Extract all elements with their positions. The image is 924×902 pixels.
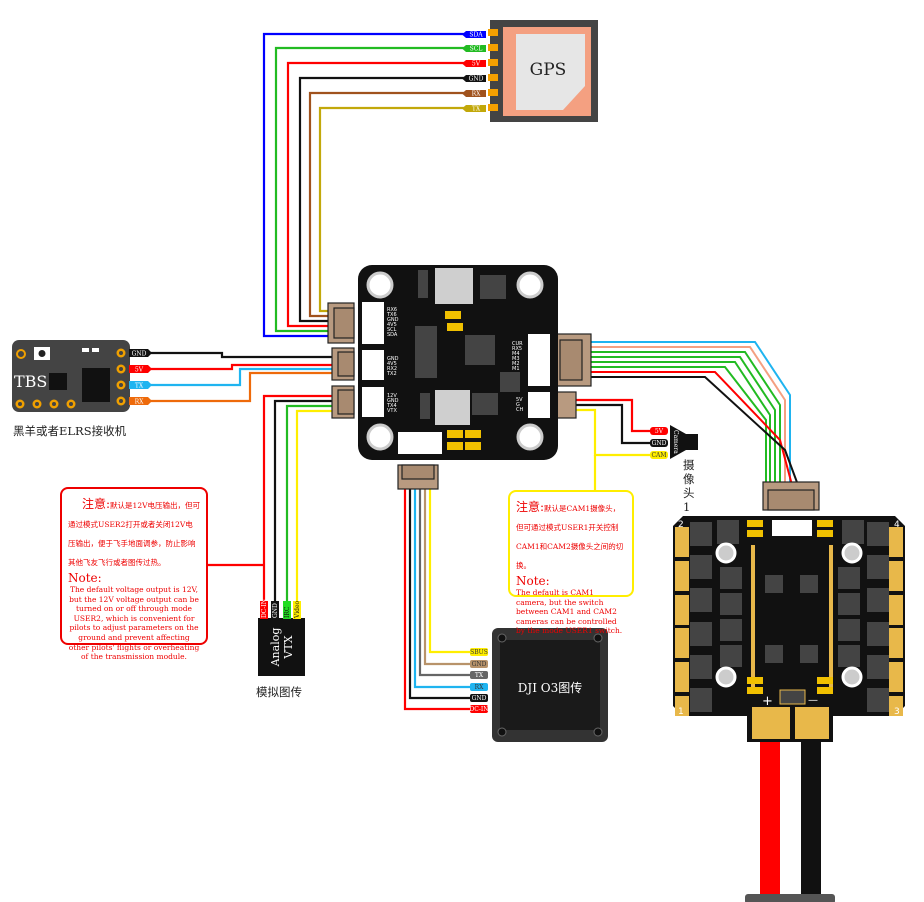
vtx-pin-dcin: DC-IN	[261, 599, 268, 618]
vtx-pin-video: Video	[294, 600, 301, 619]
fc-pad-tx6: TX6	[386, 312, 397, 318]
fc-pad-12v: 12V	[387, 393, 397, 399]
vtx-pin-gnd: GND	[272, 603, 279, 618]
vtx-wires	[207, 394, 334, 605]
camera-caption: 摄像头1	[683, 458, 695, 514]
analog-vtx: Analog VTX DC-IN GND IRC Video	[258, 599, 305, 676]
receiver-wires	[150, 351, 334, 403]
battery-connector	[745, 894, 835, 902]
dji-pin-dcin: DC-IN	[469, 706, 488, 713]
fc-pad-rx6: RX6	[387, 307, 397, 313]
dji-wires	[403, 488, 470, 711]
receiver-pin-labels: GND 5V TX RX	[129, 349, 152, 406]
fc-pad-cam-5v: 5V	[516, 397, 523, 403]
fc-pad-gnd4: GND	[387, 398, 399, 404]
receiver-pin-5v: 5V	[135, 367, 144, 374]
receiver-pin-rx: RX	[135, 399, 145, 406]
gps-pin-labels: SDA SCL 5V GND RX TX	[462, 31, 486, 113]
gps-title: GPS	[530, 60, 567, 80]
dji-pin-rx: RX	[475, 684, 485, 691]
dji-pin-gnd2: GND	[472, 695, 487, 702]
esc-minus-sign: —	[808, 695, 818, 706]
note-heading: 注意:	[516, 500, 545, 514]
fc-pad-m4: M4	[512, 351, 520, 357]
fc-pad-vtx: VTX	[387, 408, 397, 414]
fc-pad-gnd2: GND	[387, 356, 399, 362]
gps-pin-tx: TX	[472, 106, 481, 113]
gps-pin-scl: SCL	[470, 46, 483, 53]
gps-wires	[262, 32, 470, 338]
note-en-heading: Note:	[68, 571, 102, 585]
vtx-pin-irc: IRC	[284, 606, 291, 618]
receiver-pin-tx: TX	[135, 383, 144, 390]
dji-pin-sbus: SBUS	[470, 649, 488, 656]
vtx-caption: 模拟图传	[256, 685, 302, 699]
gps-pin-sda: SDA	[469, 32, 483, 39]
receiver-pin-gnd: GND	[132, 351, 147, 358]
esc-board: 2 4 1 3 + —	[673, 516, 905, 742]
note-cn-text: 默认是CAM1摄像头，但可通过模式USER1开关控制CAM1和CAM2摄像头之间…	[516, 504, 624, 570]
receiver-brand: TBS	[14, 372, 47, 391]
flight-controller: RX6 TX6 GND 4V5 SCL SDA GND 4V5 RX2 TX2 …	[358, 265, 558, 460]
camera-label: Camera	[672, 430, 679, 454]
camera: 5V GND CAM Camera	[650, 425, 698, 459]
dji-pin-gnd1: GND	[472, 661, 487, 668]
camera-wires	[574, 398, 652, 490]
fc-pad-4v5-6: 4V5	[387, 322, 397, 328]
fc-pad-tx4: TX4	[386, 403, 397, 409]
camera-pin-cam: CAM	[651, 452, 666, 459]
esc-wires	[588, 341, 799, 486]
dji-title: DJI O3图传	[518, 680, 582, 695]
battery-positive-wire	[760, 735, 780, 897]
fc-pad-cam-g: G	[516, 402, 520, 408]
esc-motor-1: 1	[678, 707, 684, 717]
fc-pad-gnd6: GND	[387, 317, 399, 323]
fc-pad-scl: SCL	[387, 327, 397, 333]
vtx-title-line2: VTX	[282, 635, 295, 659]
note-cn-text: 默认是12V电压输出，但可通过模式USER2打开或者关闭12V电压输出，便于飞手…	[68, 501, 201, 567]
esc-motor-3: 3	[894, 707, 900, 717]
gps-module: GPS	[488, 20, 598, 122]
note-en-text: The default voltage output is 12V, but t…	[68, 585, 200, 662]
fc-pad-rx5: RX5	[512, 346, 522, 352]
dji-pin-tx: TX	[475, 672, 484, 679]
camera-switch-note: 注意:默认是CAM1摄像头，但可通过模式USER1开关控制CAM1和CAM2摄像…	[508, 490, 634, 635]
vtx-title-line1: Analog	[269, 628, 282, 668]
receiver-caption: 黑羊或者ELRS接收机	[13, 424, 127, 438]
vtx-voltage-note: 注意:默认是12V电压输出，但可通过模式USER2打开或者关闭12V电压输出，便…	[60, 487, 208, 661]
dji-o3-module: DJI O3图传 SBUS GND TX RX GND DC-IN	[469, 628, 608, 742]
esc-motor-4: 4	[894, 520, 900, 530]
fc-pad-m3: M3	[512, 356, 520, 362]
note-heading: 注意:	[82, 497, 111, 511]
gps-pin-rx: RX	[472, 91, 482, 98]
note-en-text: The default is CAM1 camera, but the swit…	[516, 588, 623, 636]
gps-pin-gnd: GND	[469, 76, 484, 83]
esc-plus-sign: +	[762, 694, 773, 709]
fc-connectors	[327, 302, 820, 511]
esc-motor-2: 2	[678, 520, 684, 530]
camera-pin-gnd: GND	[652, 440, 667, 447]
gps-pin-5v: 5V	[472, 61, 481, 68]
fc-pad-cam-ch: CH	[516, 407, 523, 413]
note-en-heading: Note:	[516, 574, 550, 588]
fc-pad-m1: M1	[512, 366, 520, 372]
fc-pad-4v5-2: 4V5	[387, 361, 397, 367]
fc-pad-rx2: RX2	[387, 366, 397, 372]
fc-pad-sda: SDA	[387, 332, 398, 338]
camera-pin-5v: 5V	[655, 428, 664, 435]
receiver-module: TBS	[12, 340, 130, 412]
fc-pad-tx2: TX2	[386, 371, 397, 377]
fc-pad-cur: CUR	[512, 341, 523, 347]
battery-negative-wire	[801, 735, 821, 897]
fc-pad-m2: M2	[512, 361, 520, 367]
